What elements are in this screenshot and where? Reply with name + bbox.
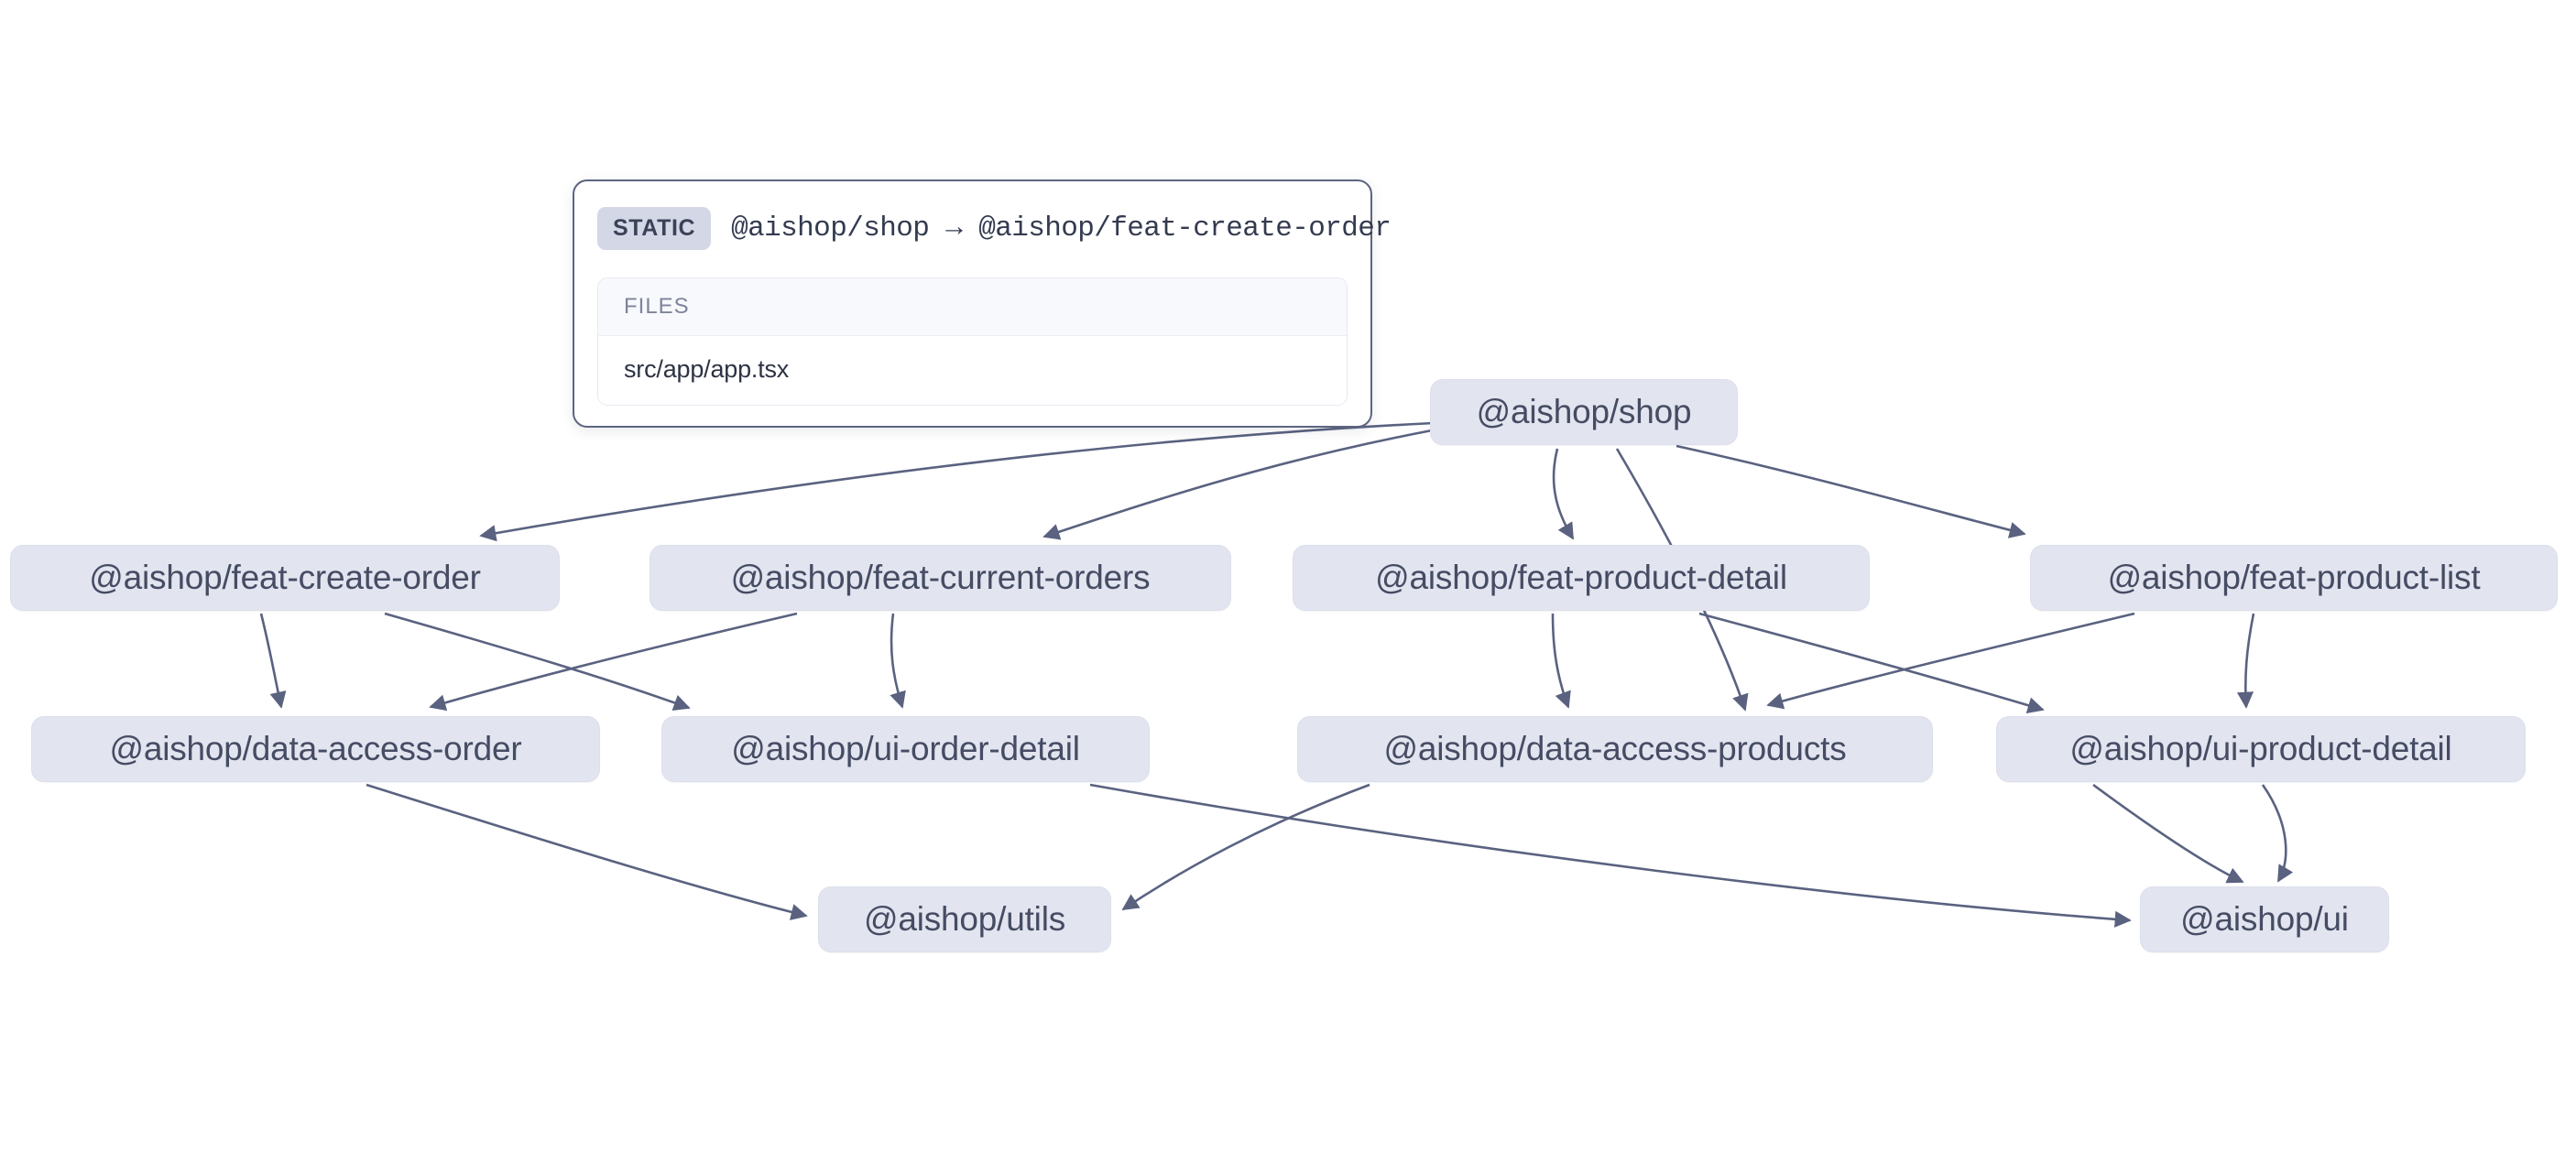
edge-shop-to-feat-product-list <box>1675 444 2026 538</box>
graph-node-label: @aishop/data-access-order <box>109 730 522 767</box>
files-header-label: FILES <box>624 294 690 319</box>
graph-node-data-access-products[interactable]: @aishop/data-access-products <box>1297 716 1933 782</box>
edge-ui-product-detail-to-ui-2 <box>2261 784 2294 883</box>
graph-node-label: @aishop/feat-product-detail <box>1375 559 1787 596</box>
static-badge: STATIC <box>597 207 712 250</box>
graph-node-label: @aishop/utils <box>863 900 1066 938</box>
files-panel-body: src/app/app.tsx <box>598 336 1347 405</box>
graph-node-label: @aishop/ui <box>2180 900 2349 938</box>
edge-feat-current-orders-to-data-access-order <box>429 612 798 712</box>
edge-ui-order-detail-to-ui <box>1089 783 2132 928</box>
graph-node-feat-product-detail[interactable]: @aishop/feat-product-detail <box>1293 545 1870 611</box>
graph-node-label: @aishop/feat-product-list <box>2107 559 2481 596</box>
graph-node-ui[interactable]: @aishop/ui <box>2140 886 2389 952</box>
graph-node-utils[interactable]: @aishop/utils <box>818 886 1111 952</box>
graph-node-ui-order-detail[interactable]: @aishop/ui-order-detail <box>661 716 1150 782</box>
edge-data-access-products-to-utils <box>1121 783 1370 911</box>
graph-node-label: @aishop/ui-product-detail <box>2069 730 2452 767</box>
graph-node-label: @aishop/feat-create-order <box>89 559 481 596</box>
graph-node-label: @aishop/data-access-products <box>1383 730 1847 767</box>
graph-node-ui-product-detail[interactable]: @aishop/ui-product-detail <box>1996 716 2526 782</box>
edge-data-access-order-to-utils <box>366 783 808 920</box>
edge-feat-product-list-to-ui-product-detail <box>2236 613 2255 709</box>
edge-feat-product-detail-to-ui-product-detail <box>1698 612 2045 714</box>
graph-node-shop[interactable]: @aishop/shop <box>1430 379 1738 445</box>
edge-ui-product-detail-to-ui <box>2092 783 2244 884</box>
edge-feat-create-order-to-data-access-order <box>259 613 287 709</box>
edge-shop-to-feat-create-order <box>479 421 1435 542</box>
edge-feat-current-orders-to-ui-order-detail <box>890 613 906 709</box>
edge-feat-product-list-to-data-access-products <box>1766 612 2135 710</box>
graph-node-label: @aishop/shop <box>1476 393 1692 430</box>
graph-node-label: @aishop/feat-current-orders <box>730 559 1151 596</box>
tooltip-header: STATIC @aishop/shop → @aishop/feat-creat… <box>597 203 1392 254</box>
files-panel-header: FILES <box>598 278 1347 336</box>
edge-feat-create-order-to-ui-order-detail <box>384 612 691 712</box>
graph-node-data-access-order[interactable]: @aishop/data-access-order <box>31 716 600 782</box>
files-panel: FILES src/app/app.tsx <box>597 277 1348 406</box>
edge-shop-to-feat-product-detail <box>1552 448 1575 540</box>
file-list-item[interactable]: src/app/app.tsx <box>624 355 790 383</box>
edge-shop-to-feat-current-orders <box>1042 429 1433 540</box>
graph-node-feat-current-orders[interactable]: @aishop/feat-current-orders <box>649 545 1231 611</box>
edge-feat-product-detail-to-data-access-products <box>1551 613 1571 709</box>
graph-node-feat-product-list[interactable]: @aishop/feat-product-list <box>2030 545 2558 611</box>
graph-node-label: @aishop/ui-order-detail <box>731 730 1080 767</box>
graph-node-feat-create-order[interactable]: @aishop/feat-create-order <box>10 545 560 611</box>
tooltip-title: @aishop/shop → @aishop/feat-create-order <box>731 212 1392 245</box>
edge-detail-tooltip[interactable]: STATIC @aishop/shop → @aishop/feat-creat… <box>573 179 1392 428</box>
